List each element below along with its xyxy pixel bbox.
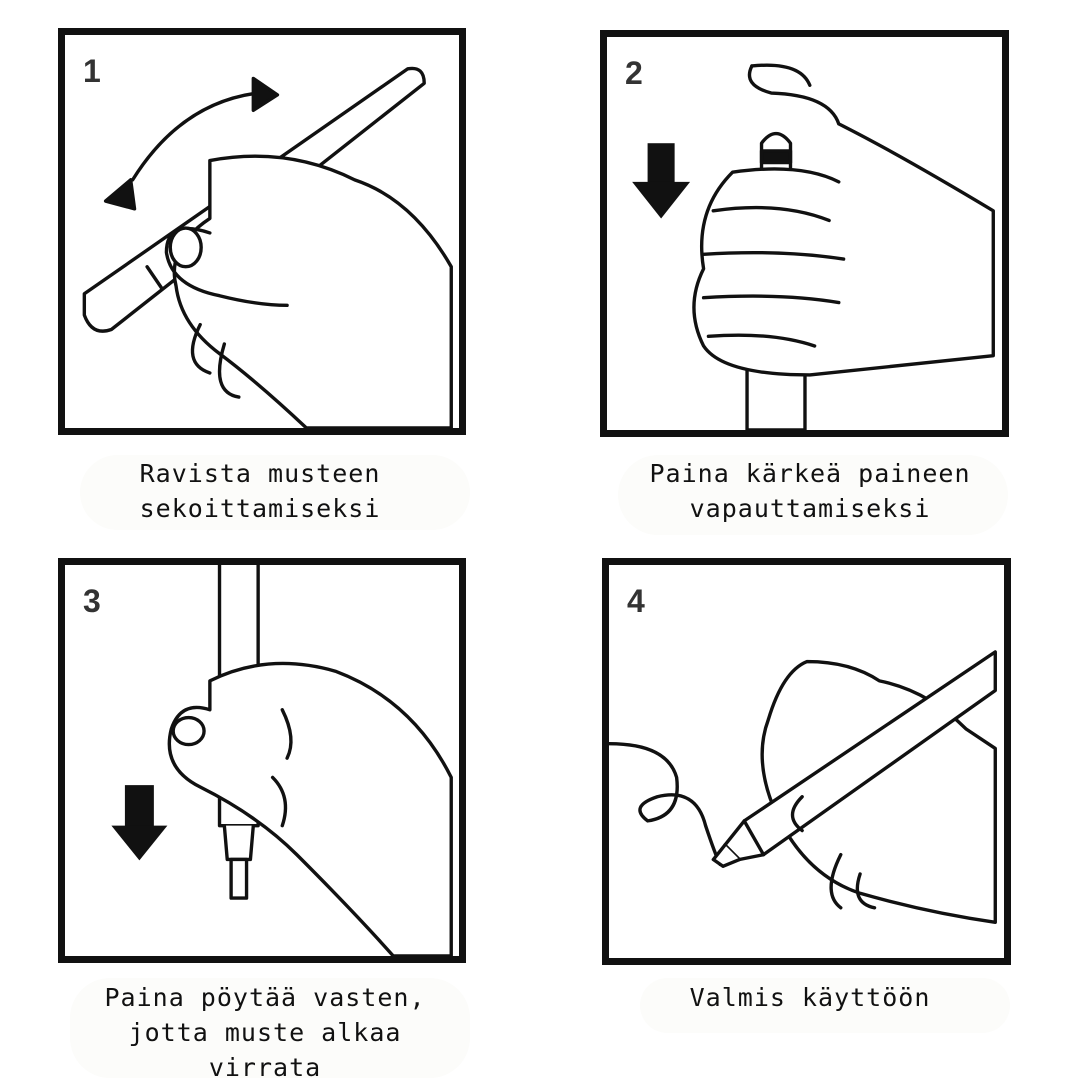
shake-pen-icon: [82, 66, 453, 428]
step-number: 3: [83, 583, 101, 619]
step-3-panel: 3: [58, 558, 466, 963]
write-icon: [609, 650, 997, 924]
step-2-caption: Paina kärkeä paineen vapauttamiseksi: [649, 459, 971, 523]
step-4-caption: Valmis käyttöön: [689, 983, 931, 1012]
step-number: 4: [627, 583, 645, 619]
step-number: 2: [625, 55, 643, 91]
caption-background: [80, 455, 470, 530]
step-1-panel: 1: [58, 28, 466, 435]
step-4-panel: 4: [602, 558, 1011, 965]
press-tip-icon: [632, 63, 995, 430]
caption-background: [640, 978, 1010, 1033]
step-3-caption: Paina pöytää vasten, jotta muste alkaa v…: [104, 983, 426, 1082]
caption-background: [70, 978, 470, 1078]
step-2-panel: 2: [600, 30, 1009, 437]
step-number: 1: [83, 53, 101, 89]
step-1-caption: Ravista musteen sekoittamiseksi: [139, 459, 381, 523]
caption-background: [618, 455, 1008, 535]
press-on-table-icon: [111, 565, 453, 956]
